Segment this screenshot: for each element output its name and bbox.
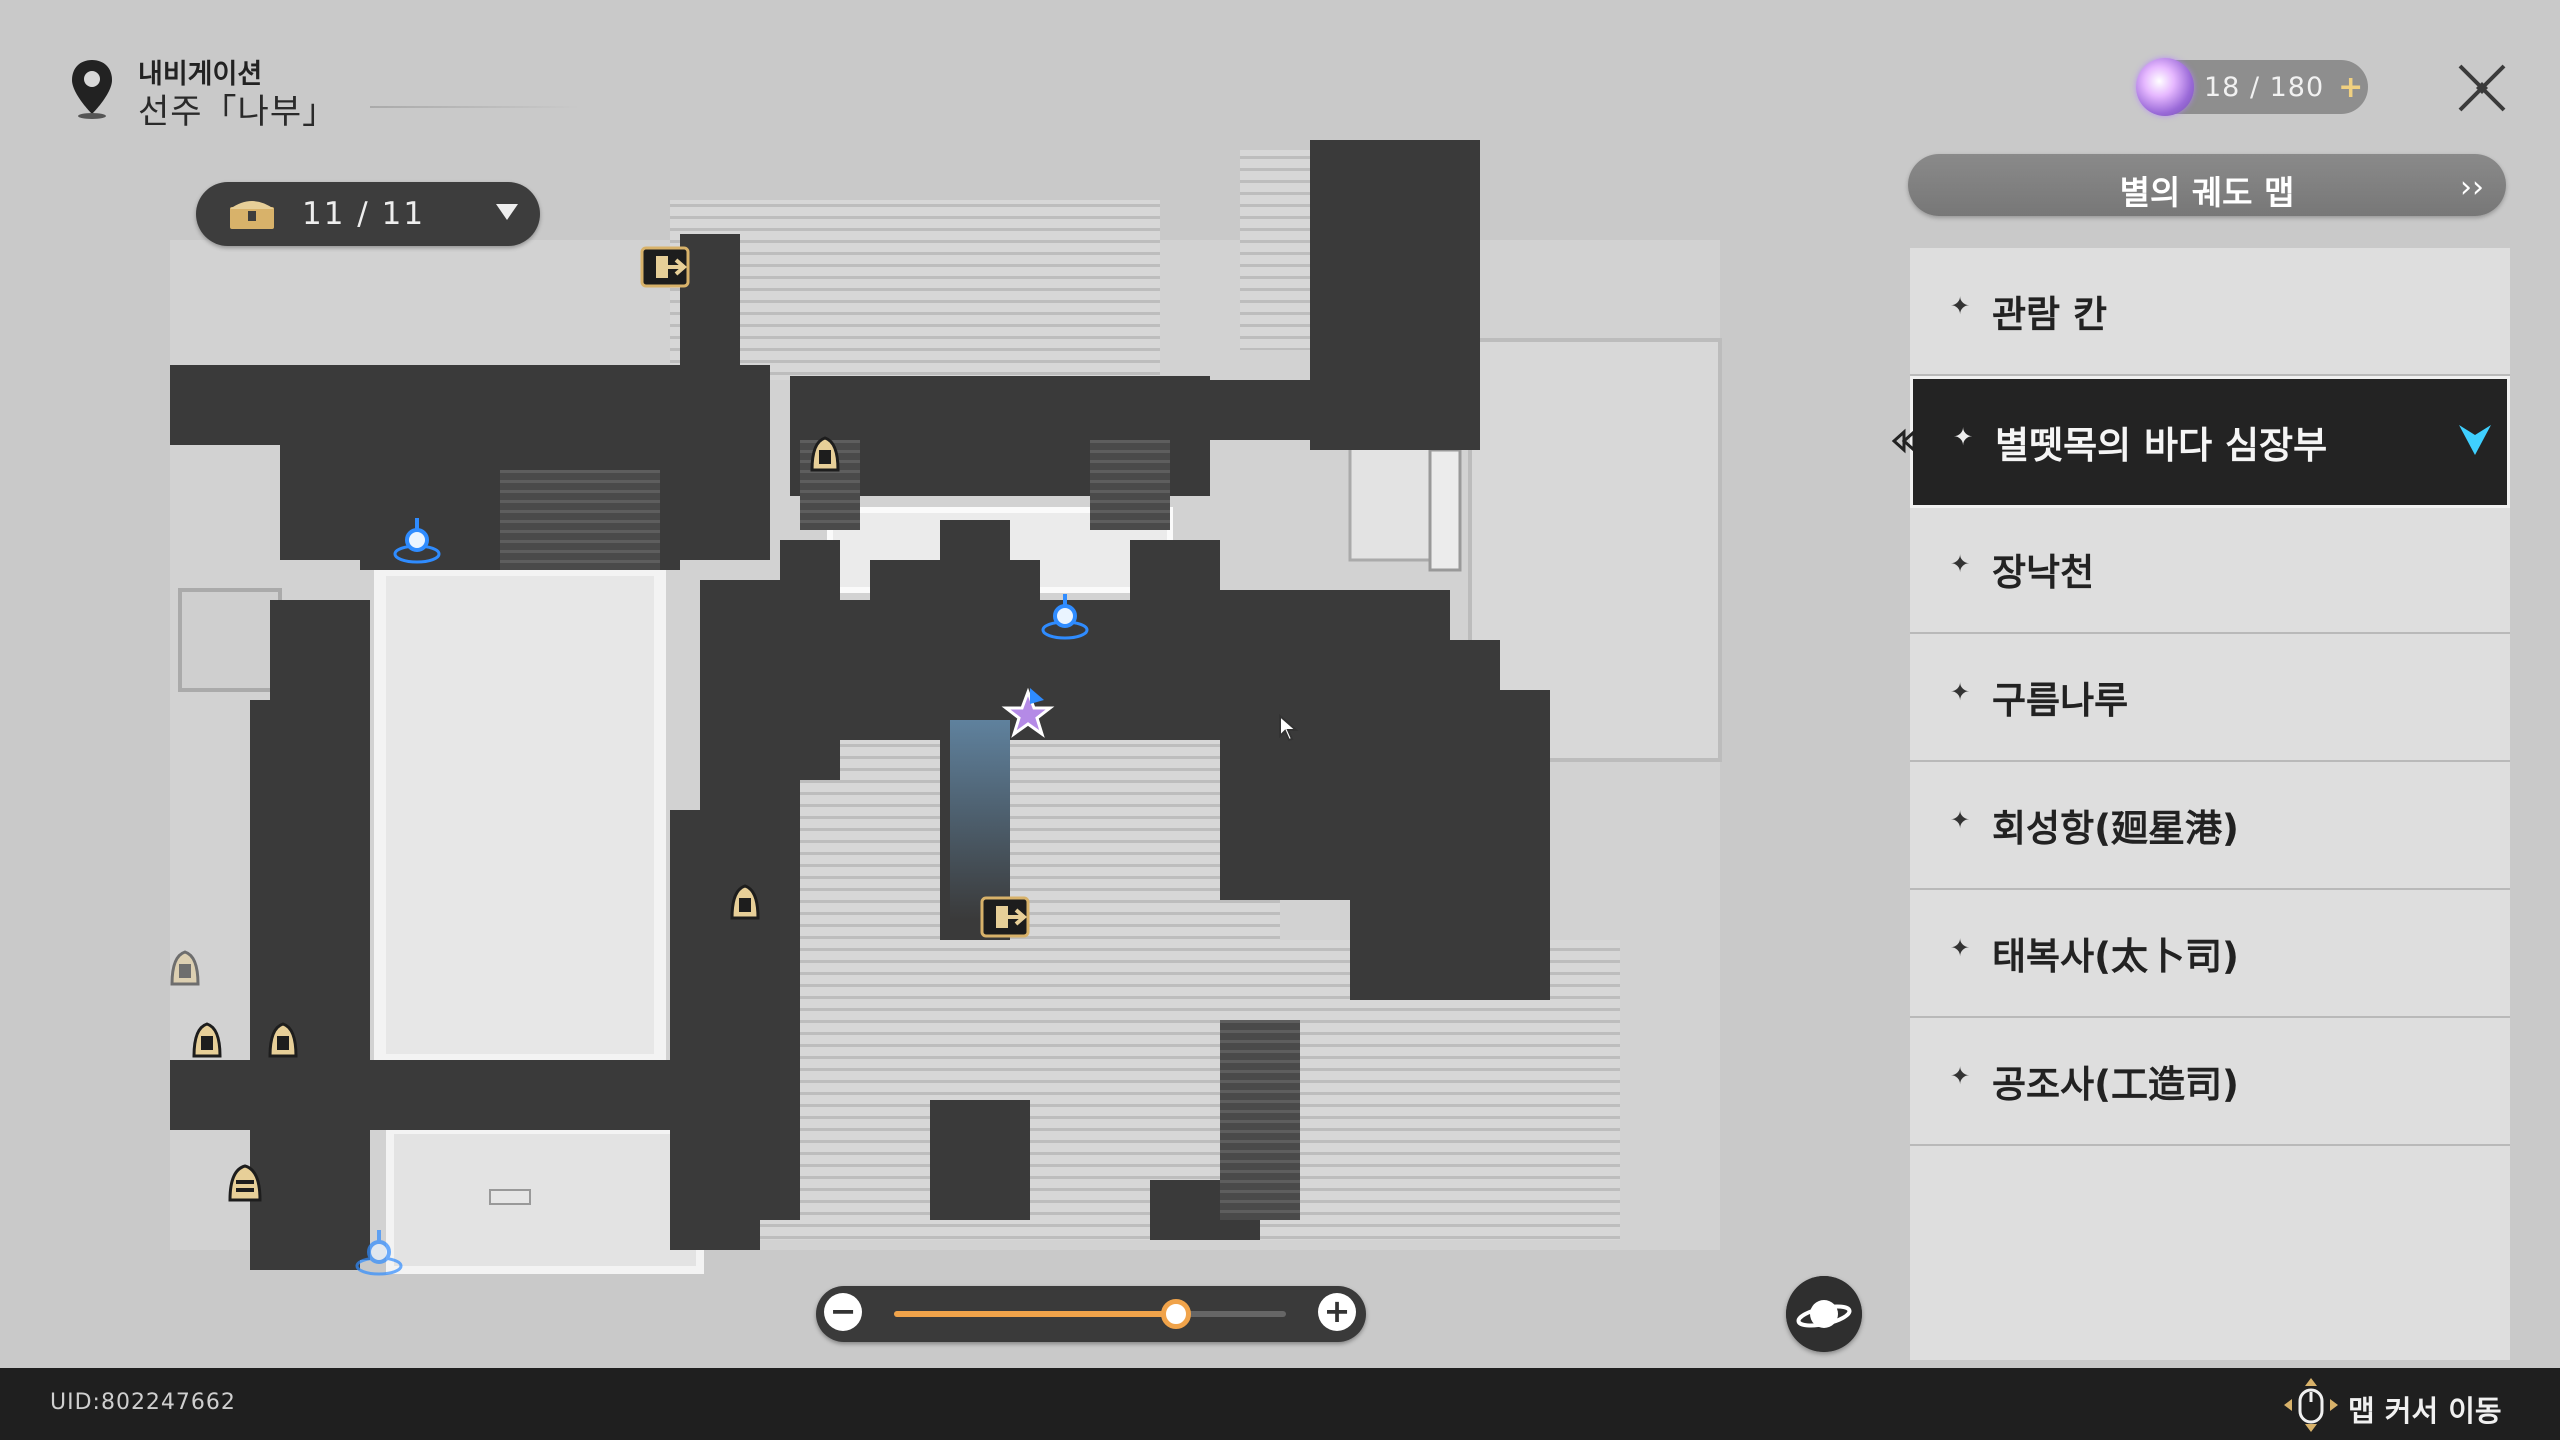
navigation-label: 내비게이션: [138, 59, 263, 90]
npc-bell-icon[interactable]: [724, 880, 766, 924]
sparkle-icon: ✦: [1950, 806, 1971, 834]
star-rail-map-button[interactable]: 별의 궤도 맵 ››: [1908, 154, 2506, 216]
close-icon[interactable]: [2452, 58, 2512, 118]
location-name: 장낙천: [1992, 551, 2095, 594]
sparkle-icon: ✦: [1950, 1062, 1971, 1090]
trailblaze-power-icon: [2136, 58, 2194, 116]
title-underline: [370, 106, 580, 108]
location-item[interactable]: ✦ 구름나루: [1910, 634, 2510, 762]
sparkle-icon: ✦: [1950, 550, 1971, 578]
npc-bell-icon[interactable]: [804, 432, 846, 476]
trailblaze-power-value: 18 / 180: [2204, 71, 2325, 103]
treasure-counter-dropdown[interactable]: 11 / 11: [196, 182, 540, 246]
location-name: 공조사(工造司): [1992, 1063, 2239, 1106]
zoom-slider-knob[interactable]: [1161, 1299, 1192, 1329]
treasure-chest-icon: [230, 201, 274, 229]
sparkle-icon: ✦: [1950, 292, 1971, 320]
map-pin-icon: [72, 60, 112, 119]
user-id: UID:802247662: [50, 1390, 236, 1415]
location-item[interactable]: ✦ 공조사(工造司): [1910, 1018, 2510, 1146]
treasure-count: 11 / 11: [302, 196, 426, 232]
map-cursor-icon: [1279, 714, 1299, 742]
zoom-slider-fill: [894, 1311, 1177, 1317]
star-rail-map-label: 별의 궤도 맵: [2119, 173, 2295, 212]
npc-bell-icon[interactable]: [164, 946, 206, 990]
location-name: 회성항(廻星港): [1992, 807, 2239, 850]
add-power-button[interactable]: +: [2338, 69, 2364, 105]
zoom-control: − +: [816, 1286, 1366, 1342]
space-anchor-icon[interactable]: [354, 1226, 404, 1282]
location-name: 구름나루: [1992, 679, 2129, 722]
space-anchor-icon[interactable]: [1040, 590, 1090, 646]
mouse-move-icon: [2284, 1378, 2338, 1432]
map-cursor-hint: 맵 커서 이동: [2348, 1394, 2502, 1428]
location-name: 관람 칸: [1992, 293, 2108, 336]
location-item[interactable]: ✦ 태복사(太卜司): [1910, 890, 2510, 1018]
location-item-selected[interactable]: ✦ 별뗏목의 바다 심장부: [1910, 376, 2510, 508]
npc-bell-icon[interactable]: [186, 1018, 228, 1062]
location-list: ✦ 관람 칸 ✦ 별뗏목의 바다 심장부 ✦ 장낙천 ✦ 구름나루 ✦ 회성항(…: [1910, 248, 2510, 1360]
location-name: 별뗏목의 바다 심장부: [1995, 424, 2328, 467]
area-title: 선주「나부」: [138, 92, 338, 132]
trailblaze-power-display[interactable]: 18 / 180 +: [2136, 58, 2368, 116]
bottom-bar: [0, 1368, 2560, 1440]
location-item[interactable]: ✦ 관람 칸: [1910, 248, 2510, 376]
location-item[interactable]: ✦ 회성항(廻星港): [1910, 762, 2510, 890]
location-item[interactable]: ✦ 장낙천: [1910, 506, 2510, 634]
chevron-right-icon: ››: [2460, 170, 2484, 205]
npc-bell-icon[interactable]: [262, 1018, 304, 1062]
sparkle-icon: ✦: [1953, 423, 1974, 451]
sparkle-icon: ✦: [1950, 678, 1971, 706]
space-anchor-icon[interactable]: [392, 514, 442, 570]
zoom-out-button[interactable]: −: [824, 1293, 862, 1331]
player-position-icon: [1001, 687, 1055, 738]
exit-door-icon[interactable]: [978, 892, 1032, 942]
current-location-icon: [2459, 425, 2491, 455]
planet-icon[interactable]: [1786, 1276, 1862, 1352]
location-name: 태복사(太卜司): [1992, 935, 2239, 978]
chevron-down-icon: [496, 204, 518, 220]
zoom-in-button[interactable]: +: [1318, 1293, 1356, 1331]
sparkle-icon: ✦: [1950, 934, 1971, 962]
exit-door-icon[interactable]: [638, 242, 692, 292]
zoom-slider[interactable]: [894, 1299, 1286, 1329]
selection-pointer-icon: [1891, 428, 1916, 454]
shop-npc-icon[interactable]: [222, 1160, 268, 1206]
